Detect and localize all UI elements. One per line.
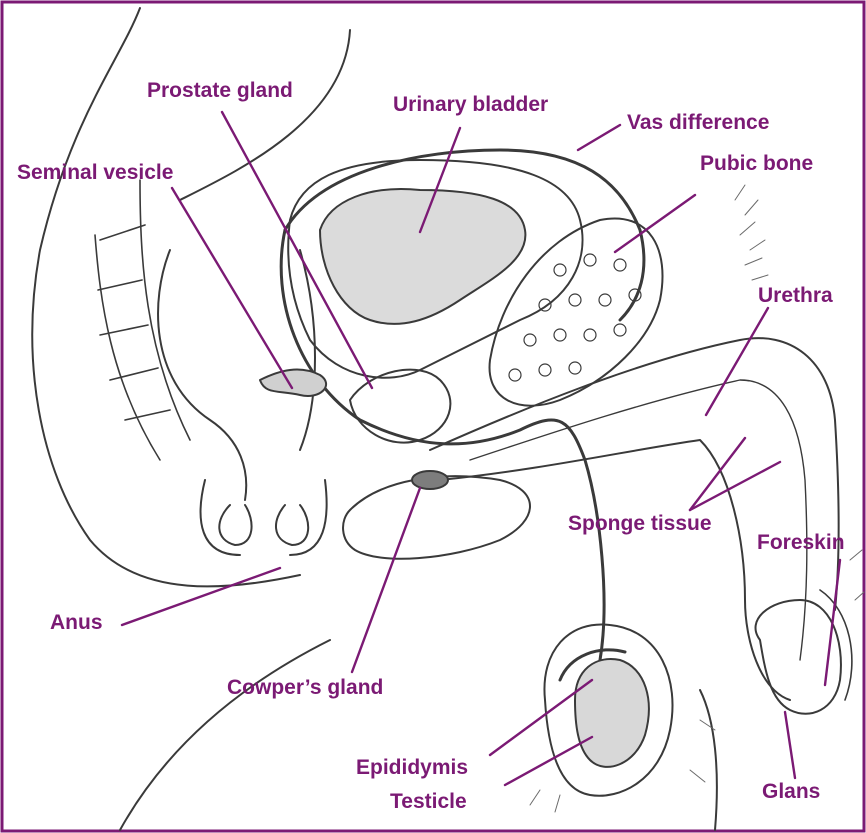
label-prostate-gland: Prostate gland xyxy=(147,80,293,101)
leader-cowpers xyxy=(352,488,420,672)
leader-glans xyxy=(785,712,795,778)
thigh-right-line xyxy=(700,690,717,830)
testicle-inner xyxy=(575,659,649,767)
cowpers-gland-shape xyxy=(412,471,448,489)
label-seminal-vesicle: Seminal vesicle xyxy=(17,162,173,183)
label-pubic-bone: Pubic bone xyxy=(700,153,813,174)
label-anus: Anus xyxy=(50,612,103,633)
label-epididymis: Epididymis xyxy=(356,757,468,778)
label-testicle: Testicle xyxy=(390,791,467,812)
inner-back-line xyxy=(180,30,350,200)
rectum xyxy=(158,250,327,555)
thigh-outline xyxy=(120,640,330,830)
leader-foreskin xyxy=(825,560,840,685)
prostate-shape xyxy=(350,370,450,443)
leader-vas xyxy=(578,125,620,150)
leader-sponge-1 xyxy=(690,438,745,510)
label-urinary-bladder: Urinary bladder xyxy=(393,94,548,115)
label-glans: Glans xyxy=(762,781,820,802)
leader-seminal xyxy=(172,188,292,388)
leader-sponge-2 xyxy=(690,462,780,510)
label-sponge-tissue: Sponge tissue xyxy=(568,513,712,534)
label-cowpers-gland: Cowper’s gland xyxy=(227,677,383,698)
leader-testicle xyxy=(505,737,592,785)
bladder-inner xyxy=(320,189,525,324)
spine xyxy=(95,180,190,460)
leader-urethra xyxy=(706,308,768,415)
label-foreskin: Foreskin xyxy=(757,532,845,553)
label-urethra: Urethra xyxy=(758,285,833,306)
seminal-vesicle-shape xyxy=(260,370,326,396)
label-vas-difference: Vas difference xyxy=(627,112,769,133)
